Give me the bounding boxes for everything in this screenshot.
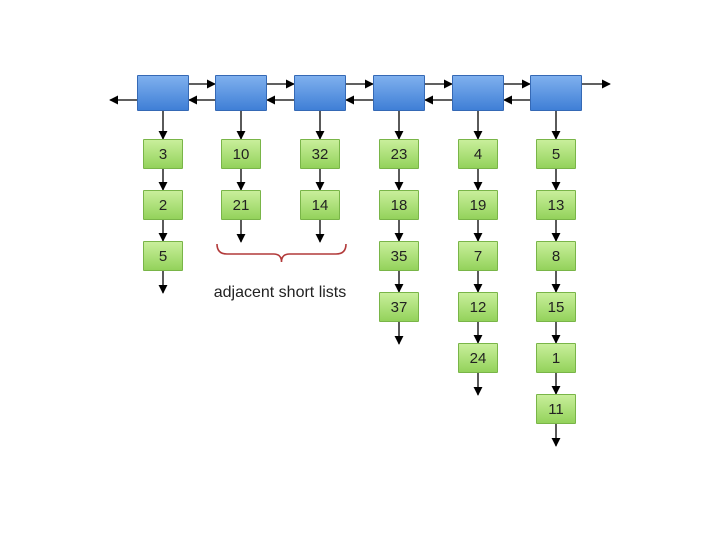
- top-node-6: [530, 75, 582, 111]
- list-node-c1-r2: 2: [143, 190, 183, 220]
- list-node-c6-r4: 15: [536, 292, 576, 322]
- list-node-c3-r2: 14: [300, 190, 340, 220]
- list-node-c1-r3: 5: [143, 241, 183, 271]
- list-node-c6-r2: 13: [536, 190, 576, 220]
- list-node-c5-r5: 24: [458, 343, 498, 373]
- top-node-2: [215, 75, 267, 111]
- top-node-3: [294, 75, 346, 111]
- list-node-c4-r4: 37: [379, 292, 419, 322]
- list-node-c5-r4: 12: [458, 292, 498, 322]
- list-node-c6-r3: 8: [536, 241, 576, 271]
- list-node-c4-r3: 35: [379, 241, 419, 271]
- list-node-c3-r1: 32: [300, 139, 340, 169]
- list-node-c1-r1: 3: [143, 139, 183, 169]
- short-lists-bracket: [216, 243, 347, 263]
- list-node-c2-r2: 21: [221, 190, 261, 220]
- list-node-c6-r6: 11: [536, 394, 576, 424]
- list-node-c5-r3: 7: [458, 241, 498, 271]
- list-node-c6-r5: 1: [536, 343, 576, 373]
- list-node-c5-r2: 19: [458, 190, 498, 220]
- list-node-c4-r1: 23: [379, 139, 419, 169]
- list-node-c2-r1: 10: [221, 139, 261, 169]
- list-node-c4-r2: 18: [379, 190, 419, 220]
- top-node-4: [373, 75, 425, 111]
- top-node-1: [137, 75, 189, 111]
- top-node-5: [452, 75, 504, 111]
- annotation-label: adjacent short lists: [213, 284, 347, 301]
- list-node-c6-r1: 5: [536, 139, 576, 169]
- list-node-c5-r1: 4: [458, 139, 498, 169]
